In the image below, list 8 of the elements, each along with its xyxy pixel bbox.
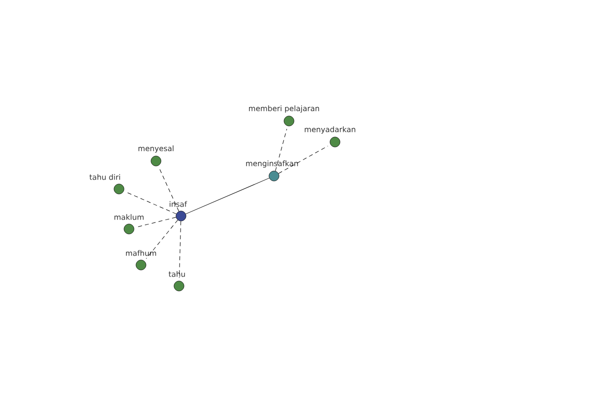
connector-line: [275, 128, 288, 172]
connector-line: [278, 146, 328, 174]
connector-line: [159, 168, 180, 212]
connector-line: [178, 220, 182, 278]
connector-line: [136, 217, 176, 228]
connector-line: [186, 178, 270, 214]
connector-line: [126, 192, 176, 214]
connector-line: [146, 220, 178, 259]
